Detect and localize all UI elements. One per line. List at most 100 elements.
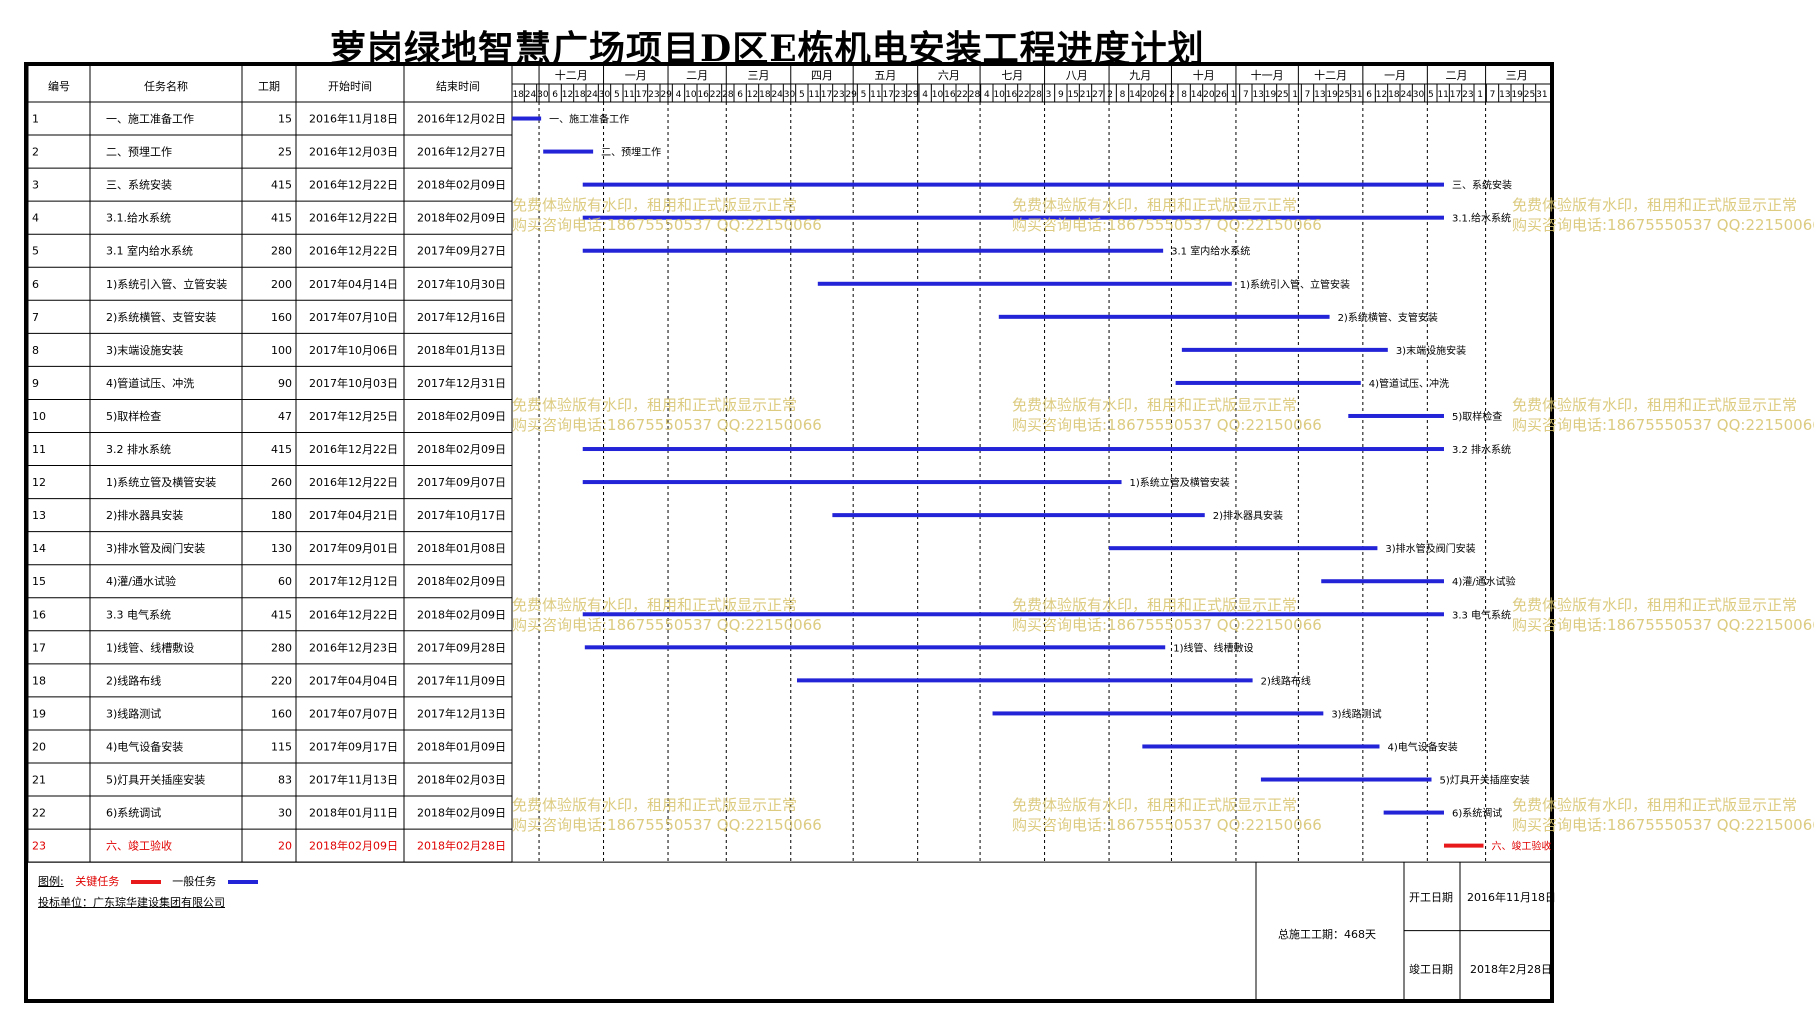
task-bar <box>1175 380 1361 385</box>
task-duration: 415 <box>271 212 292 225</box>
task-end: 2017年12月31日 <box>417 376 506 390</box>
legend-general-label: 一般任务 <box>172 875 217 888</box>
task-start: 2017年10月06日 <box>309 343 398 357</box>
day-label: 12 <box>562 90 573 100</box>
day-label: 28 <box>722 90 734 100</box>
task-end: 2017年12月16日 <box>417 310 506 324</box>
task-duration: 130 <box>271 542 292 555</box>
task-end: 2018年01月08日 <box>417 541 506 555</box>
gantt-frame <box>24 62 1554 1003</box>
task-id: 6 <box>32 278 39 291</box>
month-label: 七月 <box>1001 69 1023 82</box>
bar-label: 4)管道试压、冲洗 <box>1369 377 1449 390</box>
watermark-line1: 免费体验版有水印，租用和正式版显示正常 <box>1012 196 1297 214</box>
watermark-line2: 购买咨询电话:18675550537 QQ:22150066 <box>512 416 822 434</box>
task-bar <box>582 215 1444 220</box>
watermark-line2: 购买咨询电话:18675550537 QQ:22150066 <box>1512 616 1814 634</box>
bar-label: 三、系统安装 <box>1452 179 1512 192</box>
task-start: 2016年11月18日 <box>309 112 398 126</box>
day-label: 25 <box>1277 90 1288 100</box>
bar-label: 3)末端设施安装 <box>1396 344 1466 357</box>
day-label: 21 <box>1080 90 1091 100</box>
day-label: 6 <box>1366 90 1372 100</box>
column-header: 开始时间 <box>328 79 372 93</box>
bar-label: 3)排水管及阀门安装 <box>1385 542 1475 555</box>
day-label: 14 <box>1191 90 1203 100</box>
day-label: 23 <box>1462 90 1473 100</box>
task-duration: 160 <box>271 707 292 720</box>
task-end: 2018年02月09日 <box>417 574 506 588</box>
task-name: 2)系统横管、支管安装 <box>106 310 216 324</box>
task-name: 一、施工准备工作 <box>106 112 194 126</box>
task-id: 7 <box>32 311 39 324</box>
critical-task-bar <box>1443 843 1484 848</box>
month-label: 十月 <box>1193 68 1215 82</box>
day-label: 26 <box>1215 90 1227 100</box>
day-label: 20 <box>1203 90 1215 100</box>
task-name: 5)灯具开关插座安装 <box>106 773 205 787</box>
day-label: 18 <box>512 90 524 100</box>
day-label: 13 <box>1252 90 1263 100</box>
watermark-line1: 免费体验版有水印，租用和正式版显示正常 <box>512 596 797 614</box>
task-name: 4)管道试压、冲洗 <box>106 376 194 390</box>
day-label: 30 <box>599 90 611 100</box>
task-name: 3)末端设施安装 <box>106 343 183 357</box>
watermark-line1: 免费体验版有水印，租用和正式版显示正常 <box>1512 396 1797 414</box>
legend-critical-swatch <box>130 880 161 884</box>
task-bar <box>543 149 594 154</box>
day-label: 1 <box>1477 90 1483 100</box>
day-label: 29 <box>907 90 919 100</box>
task-id: 11 <box>32 443 46 456</box>
task-duration: 160 <box>271 311 292 324</box>
day-label: 4 <box>676 90 682 100</box>
task-name: 六、竣工验收 <box>106 839 172 853</box>
task-end: 2018年01月09日 <box>417 739 506 753</box>
task-bar <box>832 513 1205 518</box>
task-duration: 415 <box>271 179 292 192</box>
task-name: 4)电气设备安装 <box>106 739 183 753</box>
day-label: 2 <box>1107 90 1113 100</box>
task-id: 16 <box>32 608 46 621</box>
task-id: 8 <box>32 344 39 357</box>
day-label: 18 <box>574 90 586 100</box>
month-label: 四月 <box>811 69 833 82</box>
task-duration: 100 <box>271 344 292 357</box>
watermark-line1: 免费体验版有水印，租用和正式版显示正常 <box>1012 596 1297 614</box>
task-duration: 25 <box>278 146 292 159</box>
task-id: 14 <box>32 542 46 555</box>
end-date-label: 竣工日期 <box>1409 963 1453 976</box>
task-start: 2017年04月14日 <box>309 277 398 291</box>
day-label: 25 <box>1339 90 1350 100</box>
bar-label: 一、施工准备工作 <box>549 113 629 126</box>
legend-critical-label: 关键任务 <box>75 875 120 888</box>
task-bar <box>1260 777 1432 782</box>
task-start: 2017年07月10日 <box>309 310 398 324</box>
bar-label: 4)灌/通水试验 <box>1452 575 1516 588</box>
day-label: 16 <box>697 90 709 100</box>
day-label: 10 <box>685 90 697 100</box>
task-id: 15 <box>32 575 46 588</box>
task-bar <box>582 182 1444 187</box>
task-name: 3.1.给水系统 <box>106 212 171 225</box>
task-duration: 47 <box>278 410 292 423</box>
task-bar <box>584 645 1166 650</box>
task-end: 2018年02月09日 <box>417 178 506 192</box>
task-bar <box>1383 810 1444 815</box>
task-bar <box>817 281 1232 286</box>
task-duration: 415 <box>271 608 292 621</box>
task-end: 2017年09月27日 <box>417 244 506 258</box>
task-start: 2016年12月23日 <box>309 640 398 654</box>
column-header: 工期 <box>258 80 280 93</box>
day-label: 11 <box>1437 90 1448 100</box>
day-label: 23 <box>648 90 659 100</box>
task-name: 1)系统立管及横管安装 <box>106 475 216 489</box>
task-end: 2018年01月13日 <box>417 343 506 357</box>
task-duration: 115 <box>271 740 292 753</box>
month-label: 五月 <box>874 69 896 82</box>
bar-label: 1)线管、线槽敷设 <box>1173 641 1253 654</box>
task-start: 2016年12月22日 <box>309 607 398 621</box>
month-label: 二月 <box>686 69 708 82</box>
task-id: 23 <box>32 840 46 853</box>
task-id: 22 <box>32 807 46 820</box>
day-label: 15 <box>1067 90 1078 100</box>
